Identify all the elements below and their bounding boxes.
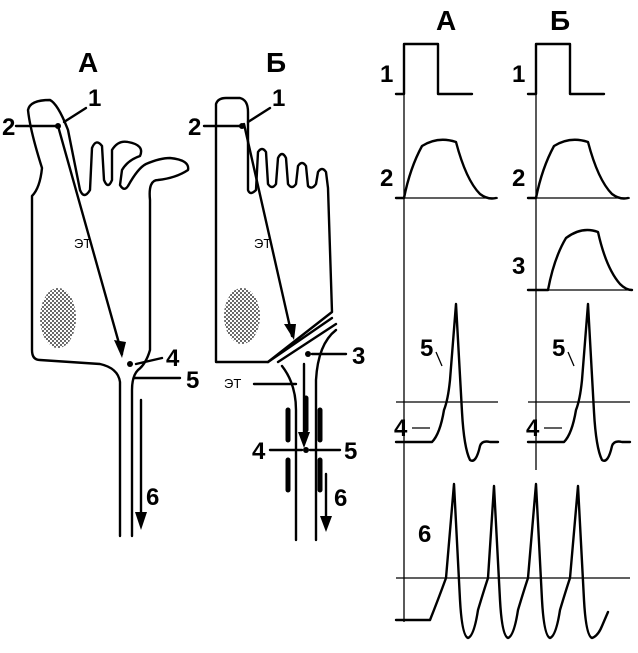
panel-b-point-4 [303, 447, 309, 453]
panel-b-et-axon-arrowhead [298, 432, 310, 448]
panel-a-lead-4 [134, 356, 164, 366]
panel-a-label-5: 5 [186, 367, 199, 394]
panel-a-label-4: 4 [166, 345, 180, 372]
panel-b-cell: Б ЭТ 2 1 3 ЭТ [188, 47, 365, 542]
trace-label-5b: 5 [552, 335, 565, 362]
trace-5a-lead [435, 351, 443, 367]
panel-a-et-arrow [56, 124, 124, 356]
panel-a-label-2: 2 [2, 114, 15, 141]
panel-b-et-label-axon: ЭТ [224, 376, 241, 391]
panel-a-label-1: 1 [88, 85, 101, 112]
panel-b-label-2: 2 [188, 114, 201, 141]
panel-b-terminal-membrane [266, 316, 334, 364]
trace-label-2a: 2 [380, 165, 393, 192]
panel-b-cell-outline [214, 96, 334, 364]
trace-label-1b: 1 [512, 61, 525, 88]
trace-label-2b: 2 [512, 165, 525, 192]
trace-label-4b: 4 [526, 415, 540, 442]
panel-a-axon-arrowhead [135, 512, 147, 530]
panel-a-title: А [78, 47, 98, 78]
traces-col-a-title: А [436, 5, 456, 36]
traces: А Б 1 1 2 2 3 5 5 4 4 6 [380, 5, 634, 640]
panel-a-cell-outline [26, 98, 190, 538]
trace-label-5a: 5 [420, 335, 433, 362]
panel-a-nucleus [40, 288, 76, 348]
trace-2a [394, 138, 498, 200]
panel-b-label-4: 4 [252, 438, 266, 465]
trace-5b [526, 302, 632, 462]
trace-3b [526, 228, 634, 292]
trace-5a [394, 302, 500, 462]
traces-col-b-title: Б [550, 5, 570, 36]
panel-b-label-3: 3 [352, 343, 365, 370]
trace-2b [526, 138, 630, 200]
panel-a-arrow-1 [62, 106, 88, 124]
panel-a-label-6: 6 [146, 484, 159, 511]
panel-b-point-1 [239, 123, 245, 129]
trace-label-4a: 4 [394, 415, 408, 442]
panel-b-label-5: 5 [344, 438, 357, 465]
trace-label-1a: 1 [380, 61, 393, 88]
trace-1b [526, 42, 606, 96]
panel-b-title: Б [266, 47, 286, 78]
trace-6 [394, 482, 610, 640]
panel-b-post-outline [276, 322, 338, 542]
panel-a-point-4 [127, 361, 133, 367]
trace-label-6: 6 [418, 521, 431, 548]
panel-b-et-arrowhead [284, 324, 296, 340]
panel-b-et-label: ЭТ [254, 236, 271, 251]
panel-a-cell: А ЭТ 2 1 4 5 6 [2, 47, 199, 538]
panel-b-nucleus [224, 288, 260, 344]
panel-b-arrow-1 [246, 106, 272, 124]
panel-b-axon-arrowhead [320, 516, 332, 532]
trace-5b-lead [567, 351, 575, 367]
panel-b-point-3 [305, 351, 311, 357]
panel-b-label-6: 6 [334, 485, 347, 512]
panel-b-et-arrow [242, 122, 294, 338]
panel-b-label-1: 1 [272, 85, 285, 112]
trace-label-3b: 3 [512, 253, 525, 280]
trace-1a [394, 42, 474, 96]
panel-a-et-label: ЭТ [74, 236, 91, 251]
panel-a-et-arrowhead [114, 340, 126, 358]
panel-a-point-1 [55, 123, 61, 129]
